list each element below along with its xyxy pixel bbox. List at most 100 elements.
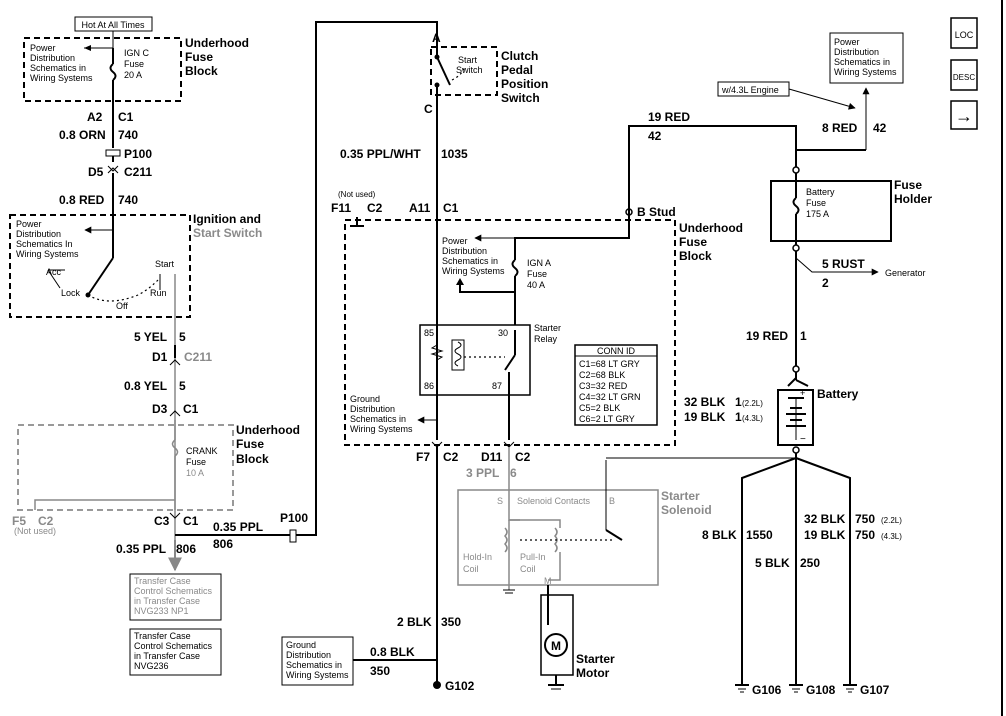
connector-c1c: C1: [183, 514, 199, 528]
switch-label: Switch: [501, 91, 540, 105]
svg-text:C3=32 RED: C3=32 RED: [579, 381, 628, 391]
wire-035-ppl: 0.35 PPL: [213, 520, 263, 534]
fuse-holder-label-2: Holder: [894, 192, 932, 206]
fuse-holder: Battery Fuse 175 A: [770, 173, 892, 245]
loc-button[interactable]: LOC: [950, 17, 978, 49]
generator-label: Generator: [885, 268, 926, 278]
splice-p100b-label: P100: [280, 511, 308, 525]
svg-text:Wiring Systems: Wiring Systems: [350, 424, 413, 434]
desc-label: DESC: [953, 73, 975, 82]
svg-text:Power: Power: [834, 37, 860, 47]
circuit-1550: 1550: [746, 528, 773, 542]
svg-text:NVG233 NP1: NVG233 NP1: [134, 606, 189, 616]
connector-d11: D11: [481, 450, 503, 464]
g108-label: G108: [806, 683, 836, 697]
wire-32-blk-b: 32 BLK: [804, 512, 846, 526]
svg-text:Acc: Acc: [46, 267, 62, 277]
connector-c2c: C2: [443, 450, 459, 464]
svg-text:Wiring Systems: Wiring Systems: [834, 67, 897, 77]
connector-c1d: C1: [443, 201, 459, 215]
connector-c211: C211: [124, 165, 152, 179]
ground-distribution-ref-2: Ground Distribution Schematics in Wiring…: [281, 636, 354, 686]
position-label: Position: [501, 77, 548, 91]
engine-2.2l-b: (2.2L): [881, 516, 902, 525]
circuit-806: 806: [213, 537, 233, 551]
svg-text:85: 85: [424, 328, 434, 338]
svg-text:Distribution: Distribution: [286, 650, 331, 660]
circuit-740b: 740: [118, 193, 138, 207]
svg-text:Schematics in: Schematics in: [834, 57, 890, 67]
svg-text:40 A: 40 A: [527, 280, 545, 290]
wire-08-blk: 0.8 BLK: [370, 645, 415, 659]
circuit-1: 1: [800, 329, 807, 343]
svg-text:Fuse: Fuse: [806, 198, 826, 208]
wire-19-blk: 19 BLK: [684, 410, 726, 424]
center-fuse-block: Power Distribution Schematics in Wiring …: [344, 212, 676, 446]
svg-text:Schematics in: Schematics in: [442, 256, 498, 266]
ground-g107: [843, 684, 857, 693]
svg-text:C1=68 LT GRY: C1=68 LT GRY: [579, 359, 640, 369]
ignition-switch-label: Ignition and: [193, 212, 261, 226]
svg-text:C4=32 LT GRN: C4=32 LT GRN: [579, 392, 640, 402]
svg-text:Distribution: Distribution: [30, 53, 75, 63]
starter-motor: M: [540, 594, 574, 690]
circuit-42: 42: [648, 129, 662, 143]
battery: + −: [777, 388, 814, 446]
svg-text:Run: Run: [150, 288, 167, 298]
svg-text:C2=68 BLK: C2=68 BLK: [579, 370, 625, 380]
connector-c211b: C211: [184, 350, 212, 364]
connector-c2: C2: [38, 514, 54, 528]
svg-text:Wiring Systems: Wiring Systems: [30, 73, 93, 83]
block-label-3: Block: [679, 249, 712, 263]
svg-text:IGN A: IGN A: [527, 258, 551, 268]
svg-text:86: 86: [424, 381, 434, 391]
engine-4.3l-b: (4.3L): [881, 532, 902, 541]
starter-solenoid-label-1: Starter: [661, 489, 700, 503]
wire-2-blk: 2 BLK: [397, 615, 432, 629]
svg-text:Pull-In: Pull-In: [520, 552, 546, 562]
svg-text:C6=2 LT GRY: C6=2 LT GRY: [579, 414, 635, 424]
plus-icon: +: [800, 388, 805, 398]
svg-text:Transfer Case: Transfer Case: [134, 576, 191, 586]
fuse-label-3: Fuse: [679, 235, 707, 249]
wire-8-blk: 8 BLK: [702, 528, 737, 542]
svg-text:Transfer Case: Transfer Case: [134, 631, 191, 641]
loc-label: LOC: [955, 30, 974, 40]
wire-3-ppl: 3 PPL: [466, 466, 499, 480]
conn-id-table: CONN ID C1=68 LT GRY C2=68 BLK C3=32 RED…: [574, 344, 658, 426]
svg-text:Ground: Ground: [286, 640, 316, 650]
connector-c2b: C2: [367, 201, 383, 215]
connector-c2d: C2: [515, 450, 531, 464]
block-label: Block: [185, 64, 218, 78]
transfer-case-ref-2: Transfer Case Control Schematics in Tran…: [129, 628, 222, 676]
svg-text:Distribution: Distribution: [350, 404, 395, 414]
svg-text:CONN ID: CONN ID: [597, 346, 636, 356]
desc-button[interactable]: DESC: [950, 59, 978, 91]
svg-text:Distribution: Distribution: [16, 229, 61, 239]
crank-fuse-block: CRANK Fuse 10 A: [17, 420, 234, 511]
svg-text:Control Schematics: Control Schematics: [134, 586, 213, 596]
svg-text:Lock: Lock: [61, 288, 81, 298]
fuse-holder-label-1: Fuse: [894, 178, 922, 192]
underhood-label: Underhood: [185, 36, 249, 50]
ignition-switch: Power Distribution Schematics In Wiring …: [9, 214, 191, 520]
wire-ppl-wht: 0.35 PPL/WHT: [340, 147, 421, 161]
circuit-350b: 350: [370, 664, 390, 678]
svg-text:Fuse: Fuse: [124, 59, 144, 69]
ground-distribution-ref: Ground Distribution Schematics in Wiring…: [350, 394, 510, 440]
svg-text:Off: Off: [116, 301, 128, 311]
svg-text:Fuse: Fuse: [527, 269, 547, 279]
wire-8-red: 8 RED: [822, 121, 858, 135]
circuit-42b: 42: [873, 121, 887, 135]
next-page-button[interactable]: →: [950, 100, 978, 130]
not-used-label: (Not used): [14, 526, 56, 536]
connector-f5: F5: [12, 514, 26, 528]
g106-label: G106: [752, 683, 782, 697]
svg-text:in Transfer Case: in Transfer Case: [134, 596, 200, 606]
circuit-6: 6: [510, 466, 517, 480]
svg-text:Wiring Systems: Wiring Systems: [442, 266, 505, 276]
circuit-740: 740: [118, 128, 138, 142]
minus-icon: −: [800, 434, 806, 445]
g102-label: G102: [445, 679, 475, 693]
svg-text:Solenoid Contacts: Solenoid Contacts: [517, 496, 591, 506]
